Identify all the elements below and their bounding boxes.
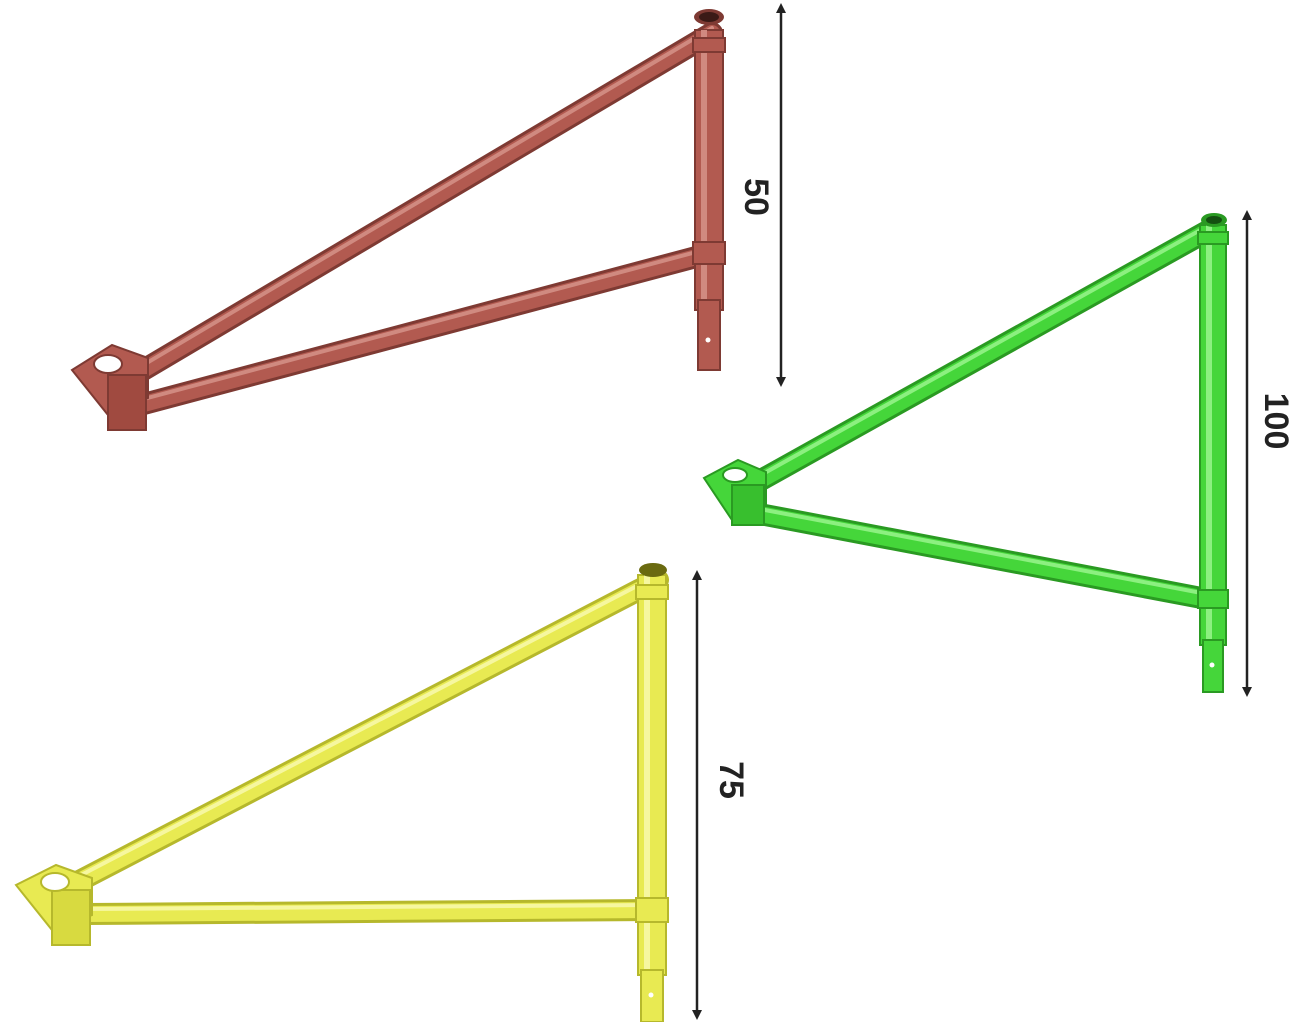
bracket-75 xyxy=(14,563,669,1022)
dimension-label-100: 100 xyxy=(1257,393,1293,450)
dimension-label-75: 75 xyxy=(712,761,750,799)
bracket-50-post xyxy=(694,29,724,311)
dimension-label-50: 50 xyxy=(737,178,775,216)
bracket-50 xyxy=(70,9,726,431)
bracket-100 xyxy=(702,213,1229,693)
bracket-100-post xyxy=(1199,224,1227,646)
